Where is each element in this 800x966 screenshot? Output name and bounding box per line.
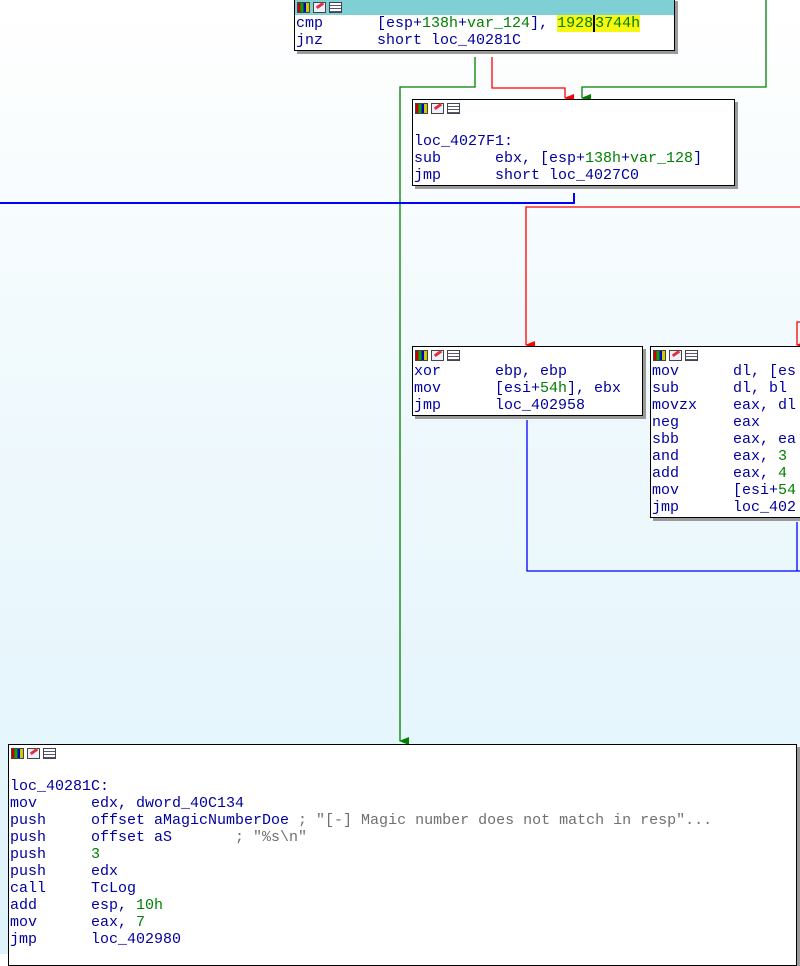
edge-red-to-xor-block [525,206,800,349]
edit-color-icon[interactable] [669,349,682,361]
block-label[interactable]: loc_4027F1: [414,133,514,150]
comment: ; "%s\n" [172,829,308,846]
graph-icon[interactable] [415,102,428,114]
edit-color-icon[interactable] [431,102,444,114]
asm-line[interactable]: mov[esi+54h], ebx [414,380,622,397]
block-header [9,745,796,761]
edit-color-icon[interactable] [431,349,444,361]
block-header [295,0,674,15]
edge-green-to-loc_40281C [399,57,476,745]
edge-blue-from-xor-block [526,420,800,572]
text-view-icon[interactable] [685,349,698,361]
comment: ; "[-] Magic number does not match in re… [289,812,713,829]
text-view-icon[interactable] [447,349,460,361]
text-view-icon[interactable] [447,102,460,114]
graph-icon[interactable] [653,349,666,361]
graph-icon[interactable] [297,1,310,13]
block-header [651,347,800,363]
text-cursor: 3 [593,15,605,32]
highlighted-immediate: 1928 [557,15,594,32]
text-view-icon[interactable] [43,747,56,759]
text-view-icon[interactable] [329,1,342,13]
graph-icon[interactable] [11,747,24,759]
edit-color-icon[interactable] [313,1,326,13]
edge-red-to-mov-block [796,321,800,349]
block-header [413,100,734,116]
edit-color-icon[interactable] [27,747,40,759]
edge-green-from-right [581,0,767,102]
block-label[interactable]: loc_40281C: [10,778,110,795]
block-header [413,347,642,363]
edge-red-to-loc_4027F1 [491,57,574,102]
graph-icon[interactable] [415,349,428,361]
asm-line[interactable]: mov[esi+54 [652,482,797,499]
edge-blue-loop-left [0,193,575,204]
